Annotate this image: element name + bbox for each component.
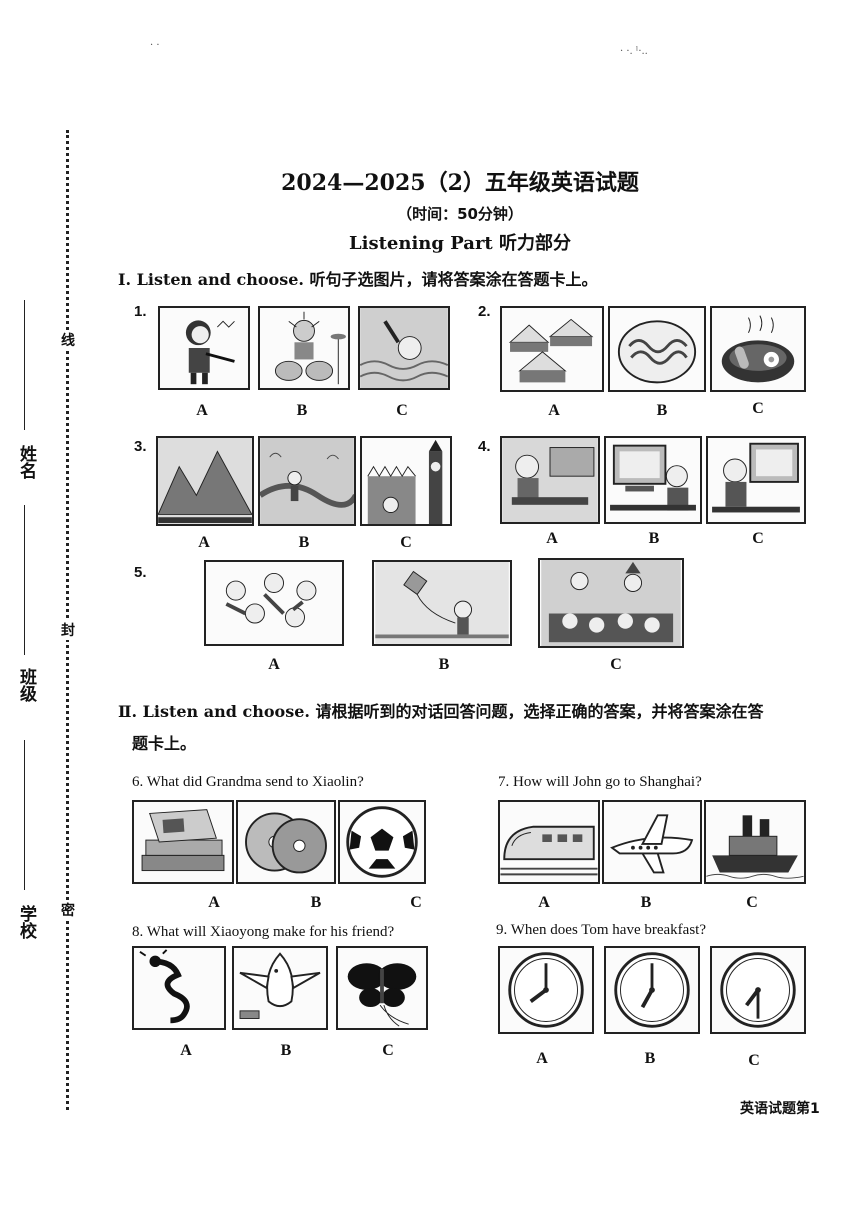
- exam-time: （时间：50分钟）: [397, 205, 523, 223]
- seal-char-line: 线: [59, 330, 77, 350]
- q8-question: 8. What will Xiaoyong make for his frien…: [132, 924, 395, 940]
- q4-letter-b: B: [648, 530, 660, 547]
- q6-option-b-image[interactable]: [236, 800, 336, 884]
- q8-option-a-image[interactable]: [132, 946, 226, 1030]
- q3-option-a-image[interactable]: [156, 436, 254, 526]
- q1-option-a-image[interactable]: [158, 306, 250, 390]
- class-blank[interactable]: [24, 505, 25, 655]
- q1-letter-c: C: [396, 402, 408, 419]
- q2-letter-b: B: [656, 402, 668, 419]
- part-title: Listening Part 听力部分: [348, 233, 572, 254]
- q2-number: 2.: [478, 303, 491, 320]
- class-label: 班级: [16, 668, 36, 702]
- q7-letter-a: A: [538, 894, 550, 911]
- section2-heading-line2: 题卡上。: [132, 734, 197, 753]
- q3-letter-b: B: [298, 534, 310, 551]
- seal-char-secret: 密: [59, 900, 77, 920]
- name-blank[interactable]: [24, 300, 25, 430]
- q2-letter-c: C: [752, 400, 764, 417]
- q9-letter-c: C: [748, 1052, 760, 1069]
- q8-letter-a: A: [180, 1042, 192, 1059]
- q3-letter-c: C: [400, 534, 412, 551]
- q6-option-c-image[interactable]: [338, 800, 426, 884]
- q7-option-b-image[interactable]: [602, 800, 702, 884]
- q7-option-c-image[interactable]: [704, 800, 806, 884]
- q5-letter-a: A: [268, 656, 280, 673]
- q6-letter-c: C: [410, 894, 422, 911]
- seal-char-seal: 封: [59, 620, 77, 640]
- q5-option-a-image[interactable]: [204, 560, 344, 646]
- q1-letter-a: A: [196, 402, 208, 419]
- section1-heading: Ⅰ. Listen and choose. 听句子选图片，请将答案涂在答题卡上。: [118, 270, 598, 289]
- school-blank[interactable]: [24, 740, 25, 890]
- q8-letter-b: B: [280, 1042, 292, 1059]
- q4-letter-c: C: [752, 530, 764, 547]
- q9-question: 9. When does Tom have breakfast?: [496, 922, 706, 938]
- school-label: 学校: [16, 905, 36, 939]
- q7-option-a-image[interactable]: [498, 800, 600, 884]
- q2-option-a-image[interactable]: [500, 306, 604, 392]
- q5-letter-b: B: [438, 656, 450, 673]
- q9-letter-b: B: [644, 1050, 656, 1067]
- scan-mark-right: · ·. ˡ·..: [620, 46, 648, 57]
- q6-option-a-image[interactable]: [132, 800, 234, 884]
- q8-option-c-image[interactable]: [336, 946, 428, 1030]
- q8-letter-c: C: [382, 1042, 394, 1059]
- q4-option-b-image[interactable]: [604, 436, 702, 524]
- q5-option-b-image[interactable]: [372, 560, 512, 646]
- q2-option-b-image[interactable]: [608, 306, 706, 392]
- q4-option-a-image[interactable]: [500, 436, 600, 524]
- q5-option-c-image[interactable]: [538, 558, 684, 648]
- exam-title: 2024—2025（2）五年级英语试题: [281, 170, 639, 196]
- q3-number: 3.: [134, 438, 147, 455]
- q3-option-c-image[interactable]: [360, 436, 452, 526]
- q9-option-b-image[interactable]: [604, 946, 700, 1034]
- q4-option-c-image[interactable]: [706, 436, 806, 524]
- q7-letter-c: C: [746, 894, 758, 911]
- scan-mark-left: · ·: [150, 40, 160, 51]
- q6-letter-a: A: [208, 894, 220, 911]
- q5-number: 5.: [134, 564, 147, 581]
- q7-letter-b: B: [640, 894, 652, 911]
- page-footer-label: 英语试题第1: [740, 1101, 820, 1117]
- q5-letter-c: C: [610, 656, 622, 673]
- q6-letter-b: B: [310, 894, 322, 911]
- section2-heading-line1: Ⅱ. Listen and choose. 请根据听到的对话回答问题，选择正确的…: [118, 702, 764, 721]
- q9-letter-a: A: [536, 1050, 548, 1067]
- q4-letter-a: A: [546, 530, 558, 547]
- q1-number: 1.: [134, 303, 147, 320]
- q9-option-a-image[interactable]: [498, 946, 594, 1034]
- q1-option-b-image[interactable]: [258, 306, 350, 390]
- q2-letter-a: A: [548, 402, 560, 419]
- q4-number: 4.: [478, 438, 491, 455]
- q3-option-b-image[interactable]: [258, 436, 356, 526]
- name-label: 姓名: [16, 445, 36, 479]
- q1-letter-b: B: [296, 402, 308, 419]
- q9-option-c-image[interactable]: [710, 946, 806, 1034]
- q3-letter-a: A: [198, 534, 210, 551]
- q2-option-c-image[interactable]: [710, 306, 806, 392]
- q7-question: 7. How will John go to Shanghai?: [498, 774, 702, 790]
- q1-option-c-image[interactable]: [358, 306, 450, 390]
- q8-option-b-image[interactable]: [232, 946, 328, 1030]
- q6-question: 6. What did Grandma send to Xiaolin?: [132, 774, 364, 790]
